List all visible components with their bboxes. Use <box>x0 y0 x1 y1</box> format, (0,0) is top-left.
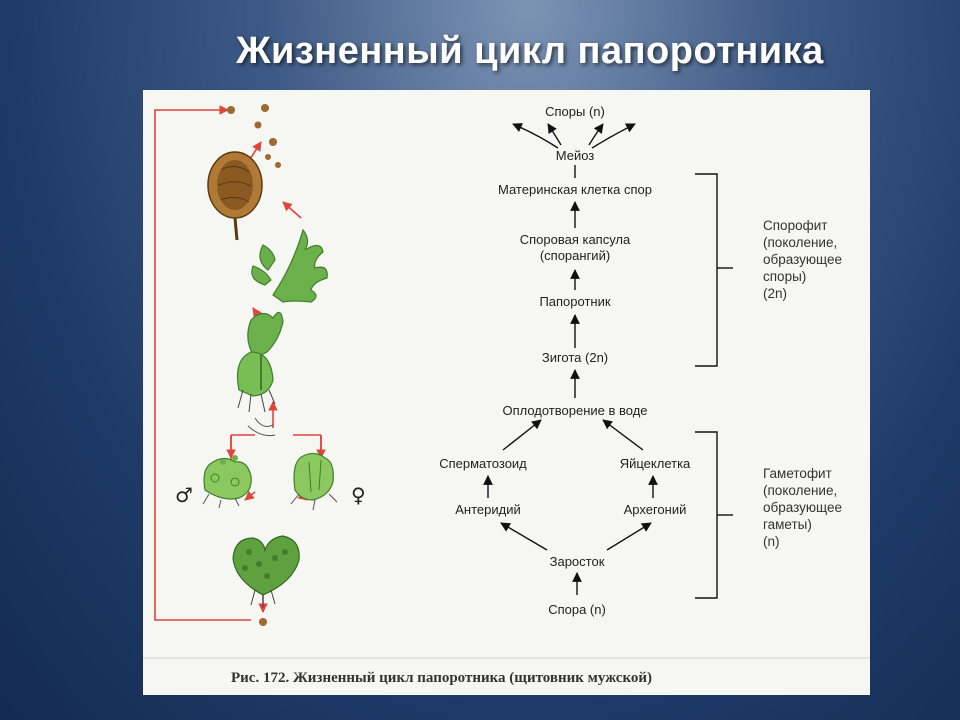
young-sporophyte-illustration <box>236 311 284 437</box>
svg-text:споры): споры) <box>763 269 806 284</box>
label-prothallus: Заросток <box>550 554 605 569</box>
slide-title: Жизненный цикл папоротника <box>236 30 824 72</box>
prothallus-illustration <box>232 535 300 608</box>
svg-text:(поколение,: (поколение, <box>763 483 837 498</box>
figure-caption: Рис. 172. Жизненный цикл папоротника (щи… <box>231 670 652 686</box>
label-antheridium: Антеридий <box>455 502 521 517</box>
svg-text:(n): (n) <box>763 534 780 549</box>
fern-frond-illustration <box>251 228 328 303</box>
label-sporangium-line2: (спорангий) <box>540 248 610 263</box>
label-fertilization: Оплодотворение в воде <box>502 403 647 418</box>
life-cycle-diagram: ♂ ♀ <box>143 104 870 686</box>
svg-text:образующее: образующее <box>763 252 842 267</box>
svg-text:гаметы): гаметы) <box>763 517 812 532</box>
label-archegonium: Архегоний <box>624 502 687 517</box>
label-egg-cell: Яйцеклетка <box>620 456 691 471</box>
label-spores: Споры (n) <box>545 104 605 119</box>
archegonium-illustration <box>290 452 338 511</box>
label-sporangium-line1: Споровая капсула <box>520 232 631 247</box>
sporophyte-bracket <box>695 173 733 367</box>
svg-text:(поколение,: (поколение, <box>763 235 837 250</box>
male-symbol: ♂ <box>175 483 193 507</box>
svg-text:(2n): (2n) <box>763 286 787 301</box>
svg-text:образующее: образующее <box>763 500 842 515</box>
label-spore: Спора (n) <box>548 602 606 617</box>
label-spermatozoid: Сперматозоид <box>439 456 527 471</box>
label-meiosis: Мейоз <box>556 148 595 163</box>
label-fern: Папоротник <box>539 294 610 309</box>
female-symbol: ♀ <box>351 483 366 507</box>
flow-arrows <box>483 123 658 595</box>
svg-text:Спорофит: Спорофит <box>763 218 827 233</box>
spores-illustration <box>227 104 281 168</box>
sporangium-illustration <box>207 151 263 241</box>
gametophyte-bracket <box>695 431 733 599</box>
life-cycle-figure: ♂ ♀ <box>143 90 870 695</box>
gametophyte-description: Гаметофит (поколение, образующее гаметы)… <box>763 466 842 549</box>
label-spore-mother-cell: Материнская клетка спор <box>498 182 652 197</box>
svg-text:Гаметофит: Гаметофит <box>763 466 832 481</box>
spore-dot <box>259 618 267 626</box>
antheridium-illustration <box>202 455 252 509</box>
sporophyte-description: Спорофит (поколение, образующее споры) (… <box>763 218 842 301</box>
label-zygote: Зигота (2n) <box>542 350 608 365</box>
